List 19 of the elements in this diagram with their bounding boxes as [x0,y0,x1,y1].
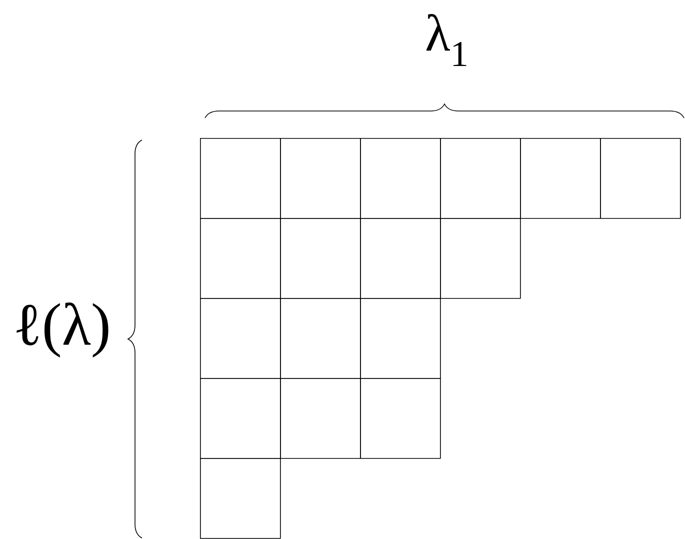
math-label: λ$_{1}$ [426,14,466,66]
diagram-cell [360,218,441,299]
math-label: ℓ(λ) [16,302,108,358]
diagram-cell [280,298,361,379]
diagram-cell [200,298,281,379]
diagram-cell [280,218,361,299]
diagram-cell [280,378,361,459]
diagram-cell [200,218,281,299]
diagram-cell [360,138,441,219]
diagram-cell [520,138,601,219]
diagram-cell [280,138,361,219]
diagram-cell [360,298,441,379]
diagram-cell [440,138,521,219]
diagram-cell [360,378,441,459]
diagram-cell [600,138,681,219]
diagram-cell [200,458,281,539]
diagram-cell [200,378,281,459]
diagram-cell [440,218,521,299]
diagram-cell [200,138,281,219]
